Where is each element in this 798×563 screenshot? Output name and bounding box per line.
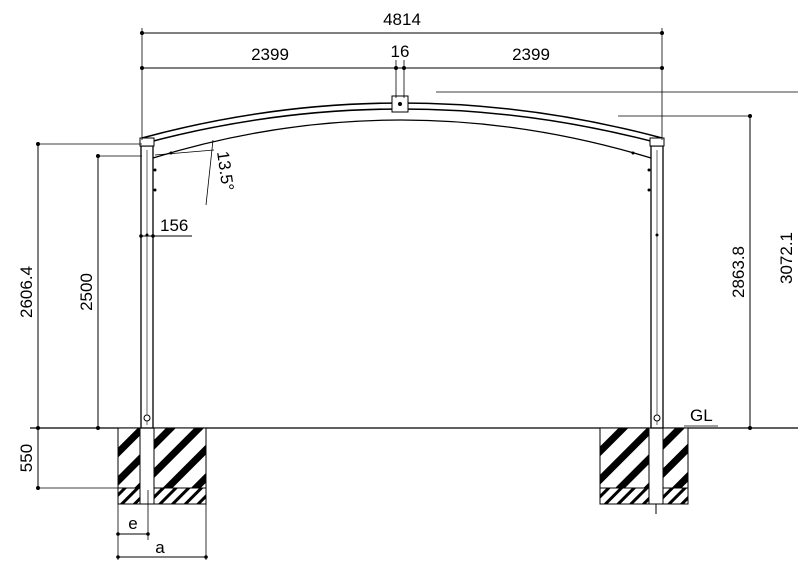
dimension-eave-height: 2606.4	[17, 142, 142, 430]
ground-level-marker: GL	[684, 406, 718, 427]
arched-roof	[139, 95, 665, 159]
label-eave-height: 2606.4	[17, 266, 36, 318]
label-foundation-depth: 550	[17, 444, 36, 472]
dimension-a: a	[116, 504, 208, 560]
left-foundation	[117, 427, 207, 505]
angle-annotation: 13.5°	[154, 139, 237, 206]
dimension-half-spans: 2399 16 2399	[140, 42, 664, 98]
dimension-e: e	[116, 490, 150, 560]
right-foundation	[599, 427, 689, 514]
label-ground-level: GL	[690, 406, 713, 425]
label-mid-height: 2863.8	[729, 246, 748, 298]
label-post-offset: 156	[160, 216, 188, 235]
dimension-ridge-height: 3072.1	[436, 91, 798, 284]
label-overall-width: 4814	[383, 10, 421, 29]
dimension-post-offset: 156	[139, 216, 192, 238]
label-half-span-right: 2399	[512, 45, 550, 64]
label-post-height: 2500	[77, 273, 96, 311]
label-ridge-height: 3072.1	[777, 232, 796, 284]
label-half-span-left: 2399	[251, 45, 289, 64]
label-e: e	[128, 514, 137, 533]
dimension-post-height: 2500	[77, 154, 142, 430]
label-a: a	[155, 538, 165, 557]
dimension-foundation-depth: 550	[17, 428, 118, 490]
label-angle: 13.5°	[213, 150, 237, 192]
dimension-overall-width: 4814	[140, 10, 664, 140]
left-post	[140, 145, 157, 429]
label-ridge-width: 16	[391, 42, 410, 61]
dimension-mid-height: 2863.8	[618, 114, 752, 430]
right-post	[647, 145, 664, 429]
